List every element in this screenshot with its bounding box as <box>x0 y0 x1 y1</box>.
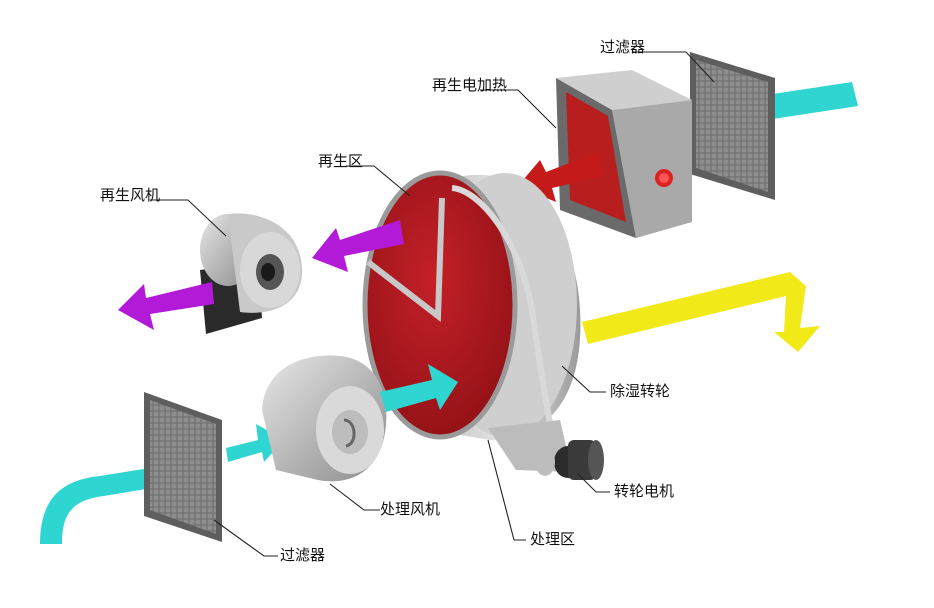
label-regen-zone: 再生区 <box>318 152 363 170</box>
label-filter-top: 过滤器 <box>600 38 645 56</box>
bottom-filter <box>144 392 222 542</box>
label-filter-bottom: 过滤器 <box>280 546 325 564</box>
regen-electric-heater <box>556 70 692 238</box>
desiccant-wheel <box>365 173 580 472</box>
top-filter <box>690 52 775 200</box>
label-regen-heater: 再生电加热 <box>432 76 507 94</box>
process-fan <box>262 355 386 481</box>
label-process-zone: 处理区 <box>530 530 575 548</box>
label-wheel-motor: 转轮电机 <box>614 482 674 500</box>
label-process-fan: 处理风机 <box>380 500 440 518</box>
regen-fan <box>200 213 302 334</box>
label-regen-fan: 再生风机 <box>100 186 160 204</box>
regen-exhaust-arrow-lower <box>118 282 214 330</box>
label-desiccant-wheel: 除湿转轮 <box>610 382 670 400</box>
dry-air-arrow <box>582 272 820 352</box>
